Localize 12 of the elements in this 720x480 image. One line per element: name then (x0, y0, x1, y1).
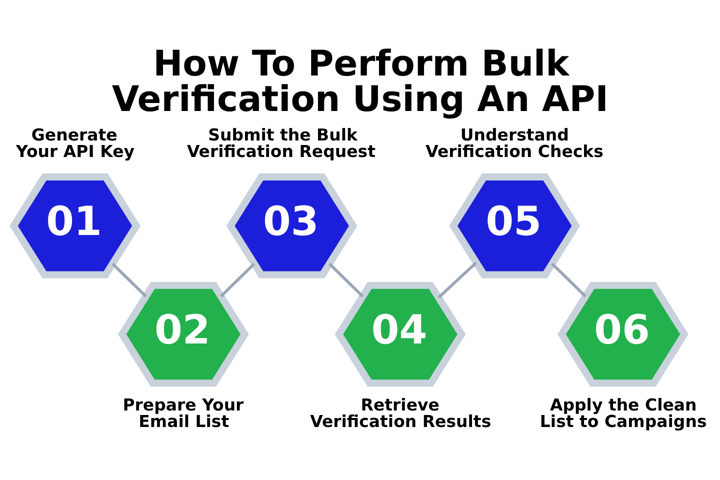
node-label: Prepare Your Email List (122, 396, 244, 432)
connector (219, 262, 255, 298)
node-label: Retrieve Verification Results (310, 396, 491, 432)
connector (437, 262, 477, 298)
connector (111, 262, 146, 298)
node-label: Understand Verification Checks (425, 126, 603, 162)
node-label: Generate Your API Key (16, 126, 134, 162)
node-label: Apply the Clean List to Campaigns (539, 396, 706, 432)
diagram-title: How To Perform Bulk Verification Using An API (111, 44, 608, 120)
connector (550, 262, 586, 298)
connector (328, 262, 364, 298)
node-label: Submit the Bulk Verification Request (186, 126, 376, 162)
